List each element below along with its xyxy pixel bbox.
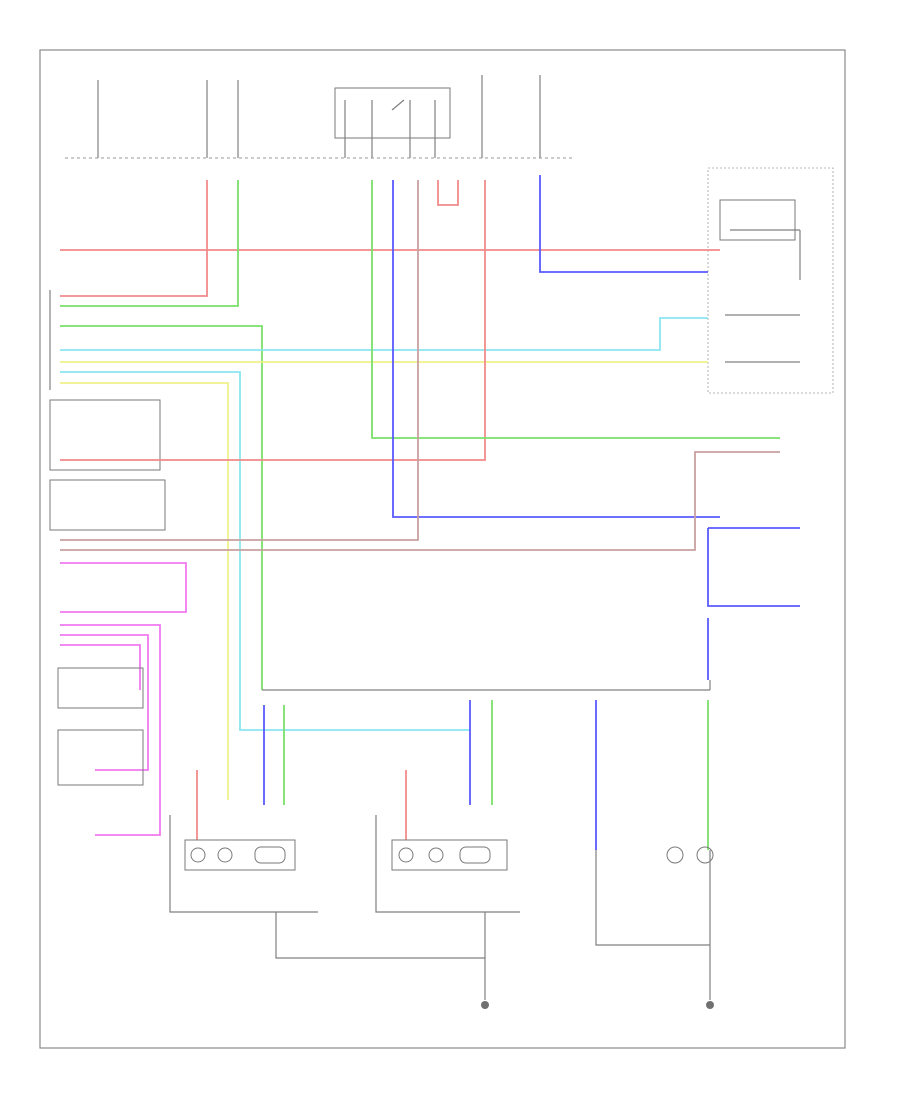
wire-pink-4 [60, 644, 141, 690]
wire-green-right [371, 180, 780, 439]
control-module-relay [719, 199, 796, 241]
wire-cyan-main [60, 317, 708, 351]
wire-blue-top [539, 175, 708, 273]
left-module-box [49, 479, 166, 531]
left-bulb-1 [190, 847, 206, 863]
wire-red-left [60, 180, 208, 297]
wire-brown-1 [60, 180, 419, 541]
control-module-box [707, 167, 834, 394]
wire-blue-r2 [707, 528, 800, 607]
wire-pink-2 [60, 624, 161, 836]
center-bulb-3 [459, 846, 491, 864]
right-bulb-2 [696, 846, 714, 864]
switch-box [334, 87, 451, 139]
ground-right-run [595, 850, 710, 946]
wire-red-return [60, 180, 486, 461]
wire-green-left [60, 180, 239, 307]
wire-pink-3 [60, 634, 149, 771]
right-bulb-1 [666, 846, 684, 864]
wire-blue-right [392, 180, 720, 518]
switch-contact [391, 99, 405, 111]
ground-point-right [706, 1001, 714, 1009]
ground-left-run [169, 815, 318, 913]
wire-cyan-down [60, 371, 470, 731]
center-lamp-assembly [391, 839, 508, 871]
left-component-box-2 [57, 729, 144, 786]
ground-center-run [375, 815, 520, 913]
wire-red-loop [437, 180, 459, 206]
left-component-box-1 [57, 667, 144, 709]
center-bulb-1 [398, 847, 414, 863]
wire-green-long [60, 325, 263, 690]
wire-pink-1 [60, 562, 187, 613]
left-bulb-3 [254, 846, 286, 864]
ground-point-center [481, 1001, 489, 1009]
center-bulb-2 [428, 847, 444, 863]
diagram-border [39, 49, 846, 1049]
wire-yellow-down [60, 382, 229, 800]
left-bulb-2 [217, 847, 233, 863]
wire-brown-2 [60, 451, 780, 551]
left-lamp-assembly [184, 839, 296, 871]
left-switch-box [49, 399, 161, 471]
ground-left-merge [275, 912, 486, 1000]
